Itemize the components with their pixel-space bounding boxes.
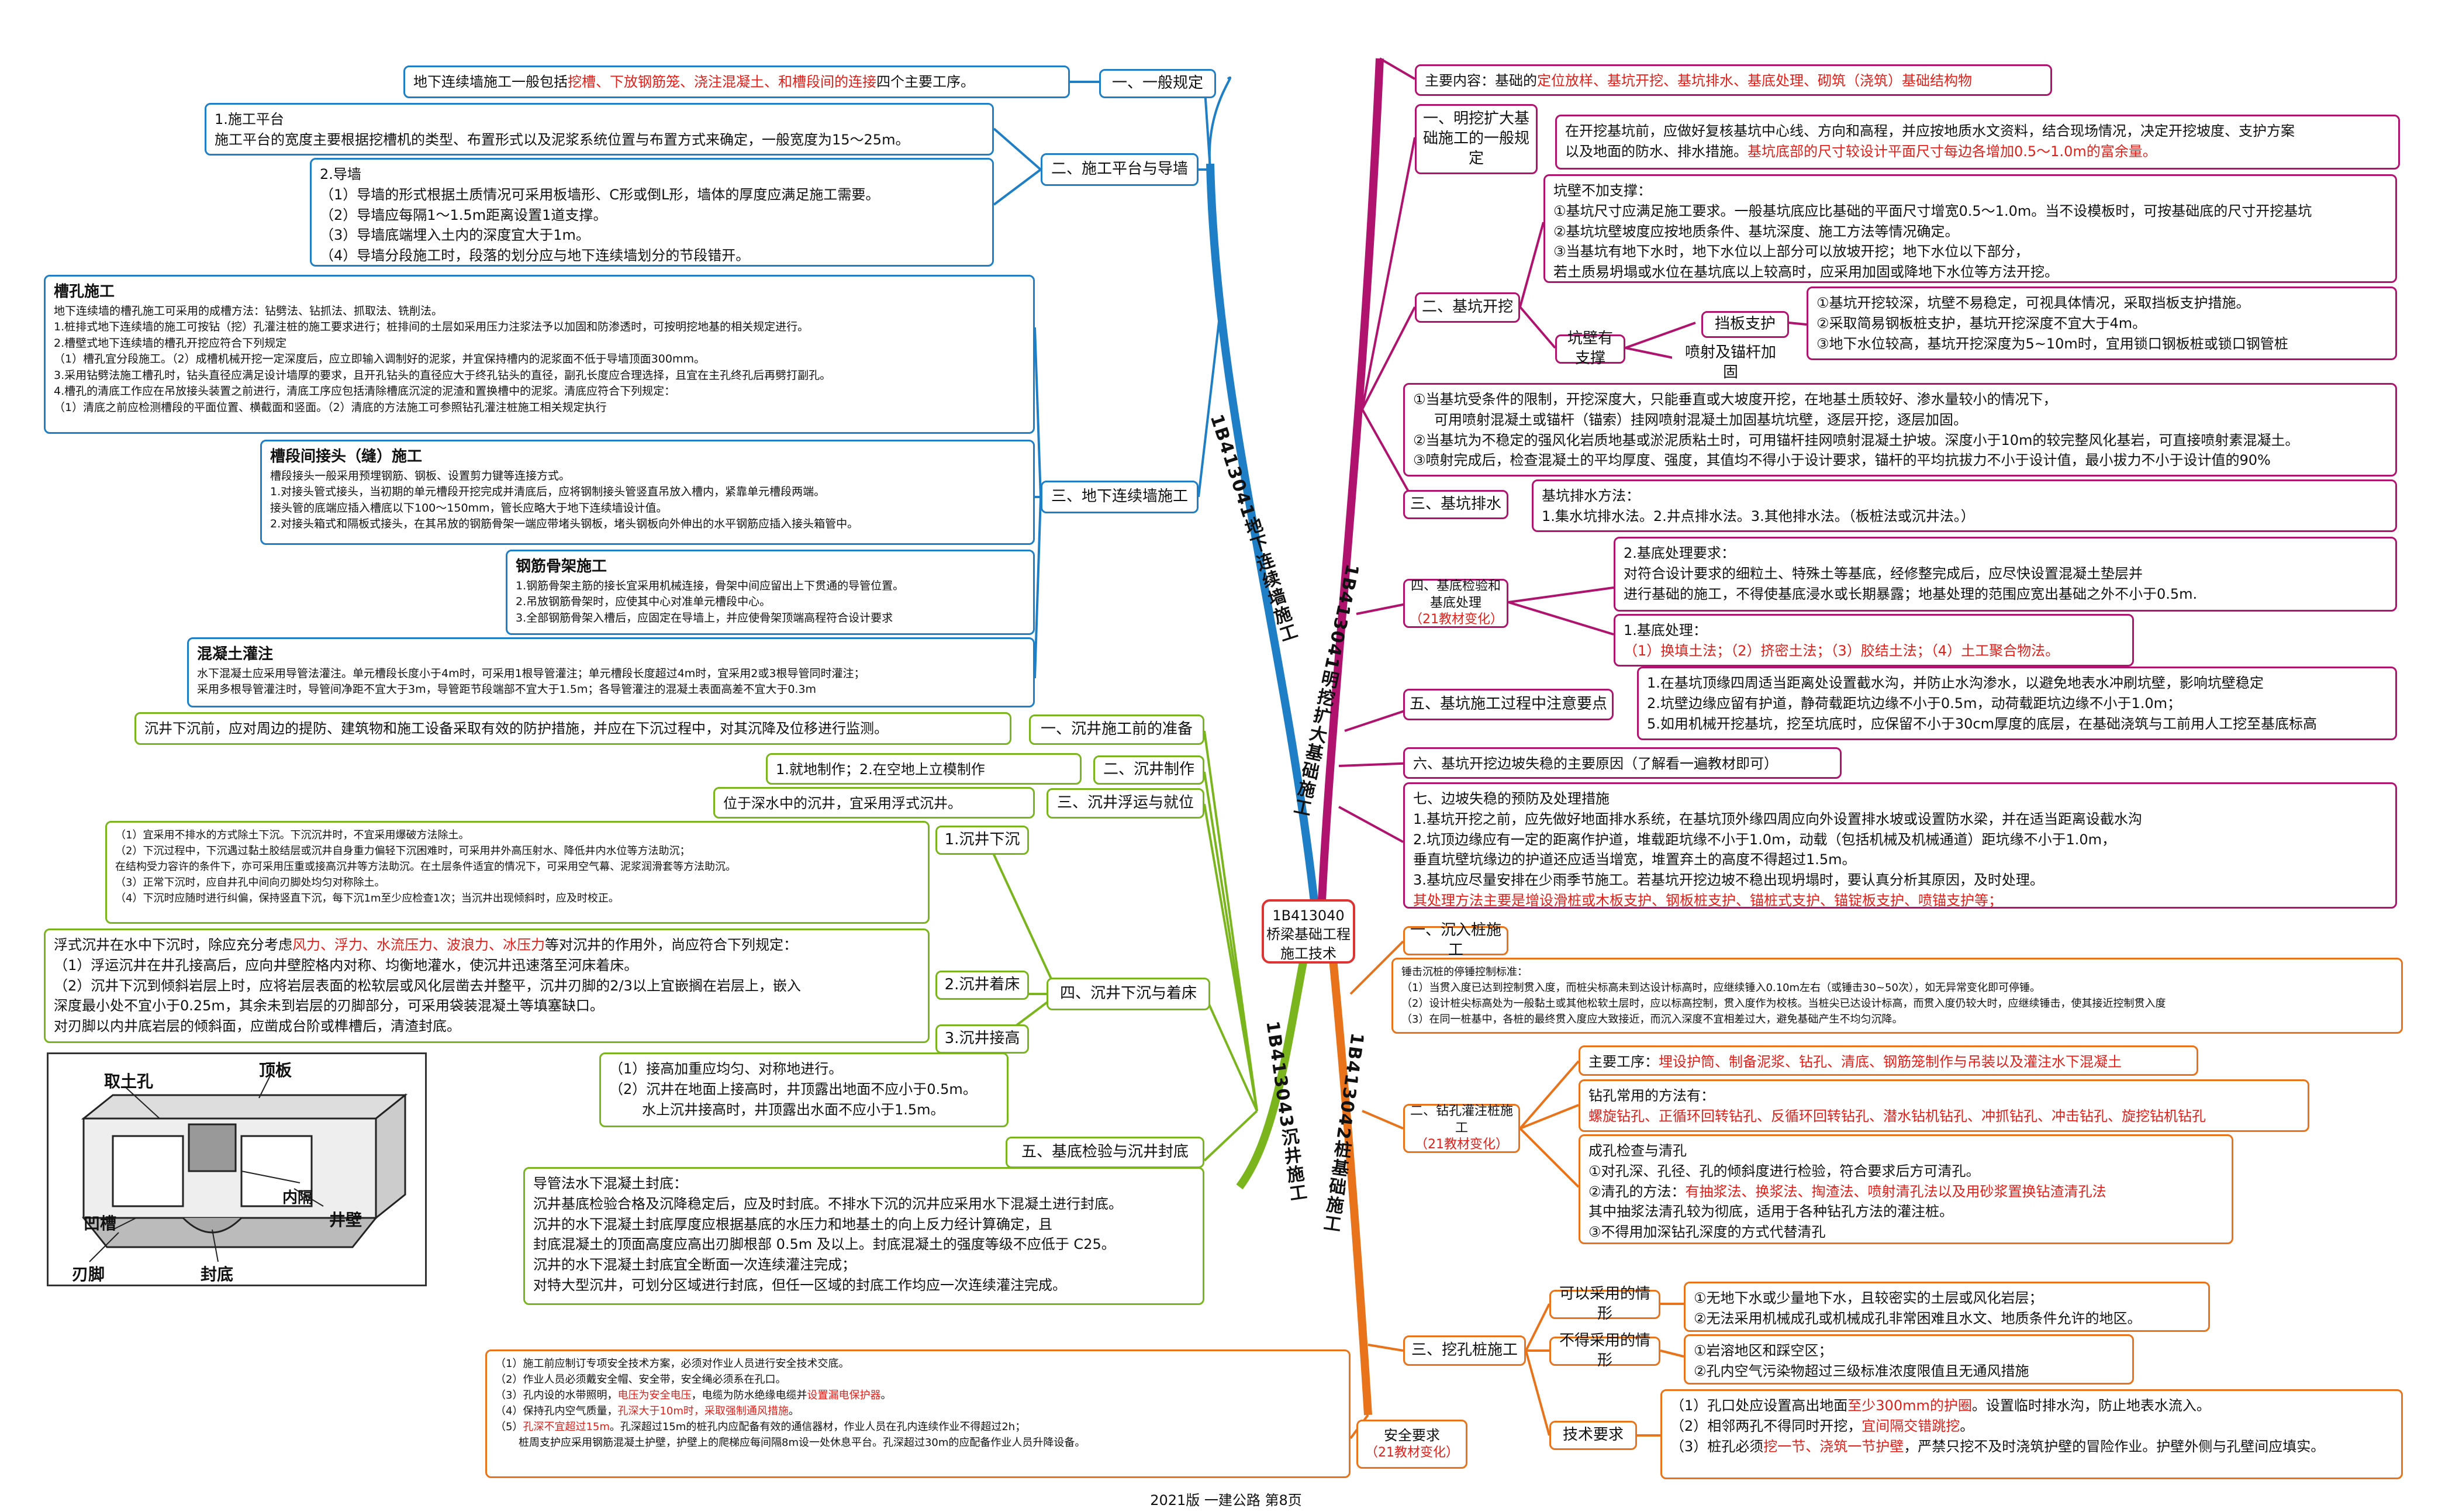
mw-section-drainage[interactable]: 三、基坑排水 — [1403, 490, 1508, 519]
mw-section-general[interactable]: 一、明挖扩大基础施工的一般规定 — [1415, 104, 1538, 174]
cj-section-prep[interactable]: 一、沉井施工前的准备 — [1029, 714, 1204, 745]
cj-sinking-2-box: 浮式沉井在水中下沉时，除应充分考虑风力、浮力、水流压力、波浪力、冰压力等对沉井的… — [44, 928, 930, 1043]
fig-label-cutting-edge: 刃脚 — [72, 1265, 105, 1284]
mw-drainage-box: 基坑排水方法： 1.集水坑排水法。2.井点排水法。3.其他排水法。（板桩法或沉井… — [1532, 479, 2397, 532]
mw-support-node[interactable]: 坑壁有支撑 — [1555, 330, 1625, 367]
lw-section-general[interactable]: 一、一般规定 — [1099, 69, 1216, 98]
zj-section-driven[interactable]: 一、沉入桩施工 — [1403, 921, 1508, 959]
zj-dug-cannot[interactable]: 不得采用的情形 — [1549, 1332, 1660, 1369]
zj-dug-tech[interactable]: 技术要求 — [1549, 1421, 1637, 1450]
lw-cage-box: 钢筋骨架施工 1.钢筋骨架主筋的接长宜采用机械连接，骨架中间应留出上下贯通的导管… — [506, 550, 1035, 635]
center-title-1: 桥梁基础工程 — [1266, 926, 1351, 943]
center-node: 1B413040 桥梁基础工程 施工技术 — [1262, 899, 1355, 964]
zj-bored-main: 主要工序：埋设护筒、制备泥浆、钻孔、清底、钢筋笼制作与吊装以及灌注水下混凝土 — [1579, 1045, 2198, 1076]
caisson-drawing — [81, 1074, 408, 1262]
fig-label-wall: 井壁 — [329, 1210, 362, 1230]
mw-baffle-box: ①基坑开挖较深，坑壁不易稳定，可视具体情况，采取挡板支护措施。 ②采取简易钢板桩… — [1807, 286, 2397, 360]
cj-floating-text: 位于深水中的沉井，宜采用浮式沉井。 — [713, 787, 1035, 819]
center-code: 1B413040 — [1272, 907, 1345, 924]
lw-platform-box: 1.施工平台 施工平台的宽度主要根据挖槽机的类型、布置形式以及泥浆系统位置与布置… — [205, 103, 994, 156]
zj-section-bored[interactable]: 二、钻孔灌注桩施工 （21教材变化） — [1403, 1104, 1520, 1153]
cj-sinking-3-box: （1）接高加重应均匀、对称地进行。 （2）沉井在地面上接高时，井顶露出地面不应小… — [599, 1052, 1009, 1127]
mw-base-req-box: 2.基底处理要求： 对符合设计要求的细粒土、特殊土等基底，经修整完成后，应尽快设… — [1614, 537, 2397, 612]
cj-making-text: 1.就地制作；2.在空地上立模制作 — [766, 753, 1082, 785]
cj-prep-text: 沉井下沉前，应对周边的提防、建筑物和施工设备采取有效的防护措施，并应在下沉过程中… — [134, 712, 1011, 745]
lw-general-text: 地下连续墙施工一般包括挖槽、下放钢筋笼、浇注混凝土、和槽段间的连接四个主要工序。 — [403, 65, 1070, 98]
cj-sinking-1[interactable]: 1.沉井下沉 — [935, 826, 1029, 855]
mw-nosupport-box: 坑壁不加支撑： ①基坑尺寸应满足施工要求。一般基坑底应比基础的平面尺寸增宽0.5… — [1543, 174, 2397, 283]
lw-slot-box: 槽孔施工 地下连续墙的槽孔施工可采用的成槽方法：钻劈法、钻抓法、抓取法、铣削法。… — [44, 275, 1035, 434]
cj-section-sealing[interactable]: 五、基底检验与沉井封底 — [1006, 1137, 1204, 1168]
mw-support-anchor[interactable]: 喷射及锚杆加固 — [1672, 344, 1789, 381]
fig-label-partition: 内隔 — [282, 1189, 313, 1207]
lw-section-construction[interactable]: 三、地下连续墙施工 — [1041, 481, 1199, 513]
zj-dug-cannot-box: ①岩溶地区和踩空区； ②孔内空气污染物超过三级标准浓度限值且无通风措施 — [1684, 1334, 2134, 1385]
cj-section-sinking[interactable]: 四、沉井下沉与着床 — [1047, 978, 1210, 1010]
mw-points-box: 1.在基坑顶缘四周适当距离处设置截水沟，并防止水沟渗水，以避免地表水冲刷坑壁，影… — [1637, 667, 2397, 740]
zj-bored-methods: 钻孔常用的方法有： 螺旋钻孔、正循环回转钻孔、反循环回转钻孔、潜水钻机钻孔、冲抓… — [1579, 1079, 2309, 1132]
mw-section-points[interactable]: 五、基坑施工过程中注意要点 — [1403, 689, 1614, 720]
cj-sinking-1-box: （1）宜采用不排水的方式除土下沉。下沉沉井时，不宜采用爆破方法除土。 （2）下沉… — [105, 821, 930, 924]
cj-sinking-2[interactable]: 2.沉井着床 — [935, 971, 1029, 1000]
lw-section-platform[interactable]: 二、施工平台与导墙 — [1041, 153, 1199, 186]
fig-label-top-slab: 顶板 — [259, 1061, 292, 1080]
mw-general-box: 在开挖基坑前，应做好复核基坑中心线、方向和高程，并应按地质水文资料，结合现场情况… — [1555, 115, 2400, 170]
cj-sinking-3[interactable]: 3.沉井接高 — [935, 1024, 1029, 1054]
zj-bored-cleaning: 成孔检查与清孔 ①对孔深、孔径、孔的倾斜度进行检验，符合要求后方可清孔。 ②清孔… — [1579, 1134, 2233, 1244]
mw-prevention-box: 七、边坡失稳的预防及处理措施 1.基坑开挖之前，应先做好地面排水系统，在基坑顶外… — [1403, 782, 2397, 909]
lw-concrete-box: 混凝土灌注 水下混凝土应采用导管法灌注。单元槽段长度小于4m时，可采用1根导管灌… — [187, 637, 1035, 707]
cj-sealing-box: 导管法水下混凝土封底： 沉井基底检验合格及沉降稳定后，应及时封底。不排水下沉的沉… — [523, 1167, 1204, 1305]
lw-guidewall-box: 2.导墙 （1）导墙的形式根据土质情况可采用板墙形、C形或倒L形，墙体的厚度应满… — [310, 158, 994, 267]
zj-driven-box: 锤击沉桩的停锤控制标准： （1）当贯入度已达到控制贯入度，而桩尖标高未到达设计标… — [1391, 958, 2403, 1034]
mw-section-instability[interactable]: 六、基坑开挖边坡失稳的主要原因（了解看一遍教材即可） — [1403, 747, 1842, 779]
zj-dug-tech-box: （1）孔口处应设置高出地面至少300mm的护圈。设置临时排水沟，防止地表水流入。… — [1660, 1389, 2403, 1479]
zj-dug-can[interactable]: 可以采用的情形 — [1549, 1285, 1660, 1323]
page-footer: 2021版 一建公路 第8页 — [1150, 1492, 1302, 1508]
fig-label-groove: 凹槽 — [84, 1214, 117, 1233]
fig-label-bottom-seal: 封底 — [201, 1265, 234, 1284]
zj-safety-box: （1）施工前应制订专项安全技术方案，必须对作业人员进行安全技术交底。 （2）作业… — [485, 1349, 1351, 1478]
zj-section-dug[interactable]: 三、挖孔桩施工 — [1403, 1335, 1526, 1366]
center-title-2: 施工技术 — [1280, 945, 1336, 962]
mw-section-excavation[interactable]: 二、基坑开挖 — [1415, 292, 1520, 323]
cj-section-making[interactable]: 二、沉井制作 — [1093, 755, 1204, 785]
mw-support-baffle[interactable]: 挡板支护 — [1701, 311, 1789, 338]
mw-anchor-box: ①当基坑受条件的限制，开挖深度大，只能垂直或大坡度开挖，在地基土质较好、渗水量较… — [1403, 383, 2397, 477]
mw-main-content: 主要内容：基础的定位放样、基坑开挖、基坑排水、基底处理、砌筑（浇筑）基础结构物 — [1415, 64, 2052, 96]
zj-dug-can-box: ①无地下水或少量地下水，且较密实的土层或风化岩层； ②无法采用机械成孔或机械成孔… — [1684, 1282, 2210, 1332]
mw-section-base[interactable]: 四、基底检验和基底处理 （21教材变化） — [1403, 579, 1508, 628]
caisson-figure: 顶板 取土孔 内隔 井壁 凹槽 刃脚 封底 — [47, 1052, 427, 1286]
fig-label-soil-hole: 取土孔 — [104, 1072, 154, 1091]
mw-base-method-box: 1.基底处理： （1）换填土法；（2）挤密土法；（3）胶结土法；（4）土工聚合物… — [1614, 614, 2134, 667]
lw-joint-box: 槽段间接头（缝）施工 槽段接头一般采用预埋钢筋、钢板、设置剪力键等连接方式。 1… — [260, 440, 1035, 545]
cj-section-floating[interactable]: 三、沉井浮运与就位 — [1047, 788, 1204, 819]
zj-safety-node[interactable]: 安全要求 （21教材变化） — [1356, 1420, 1467, 1469]
